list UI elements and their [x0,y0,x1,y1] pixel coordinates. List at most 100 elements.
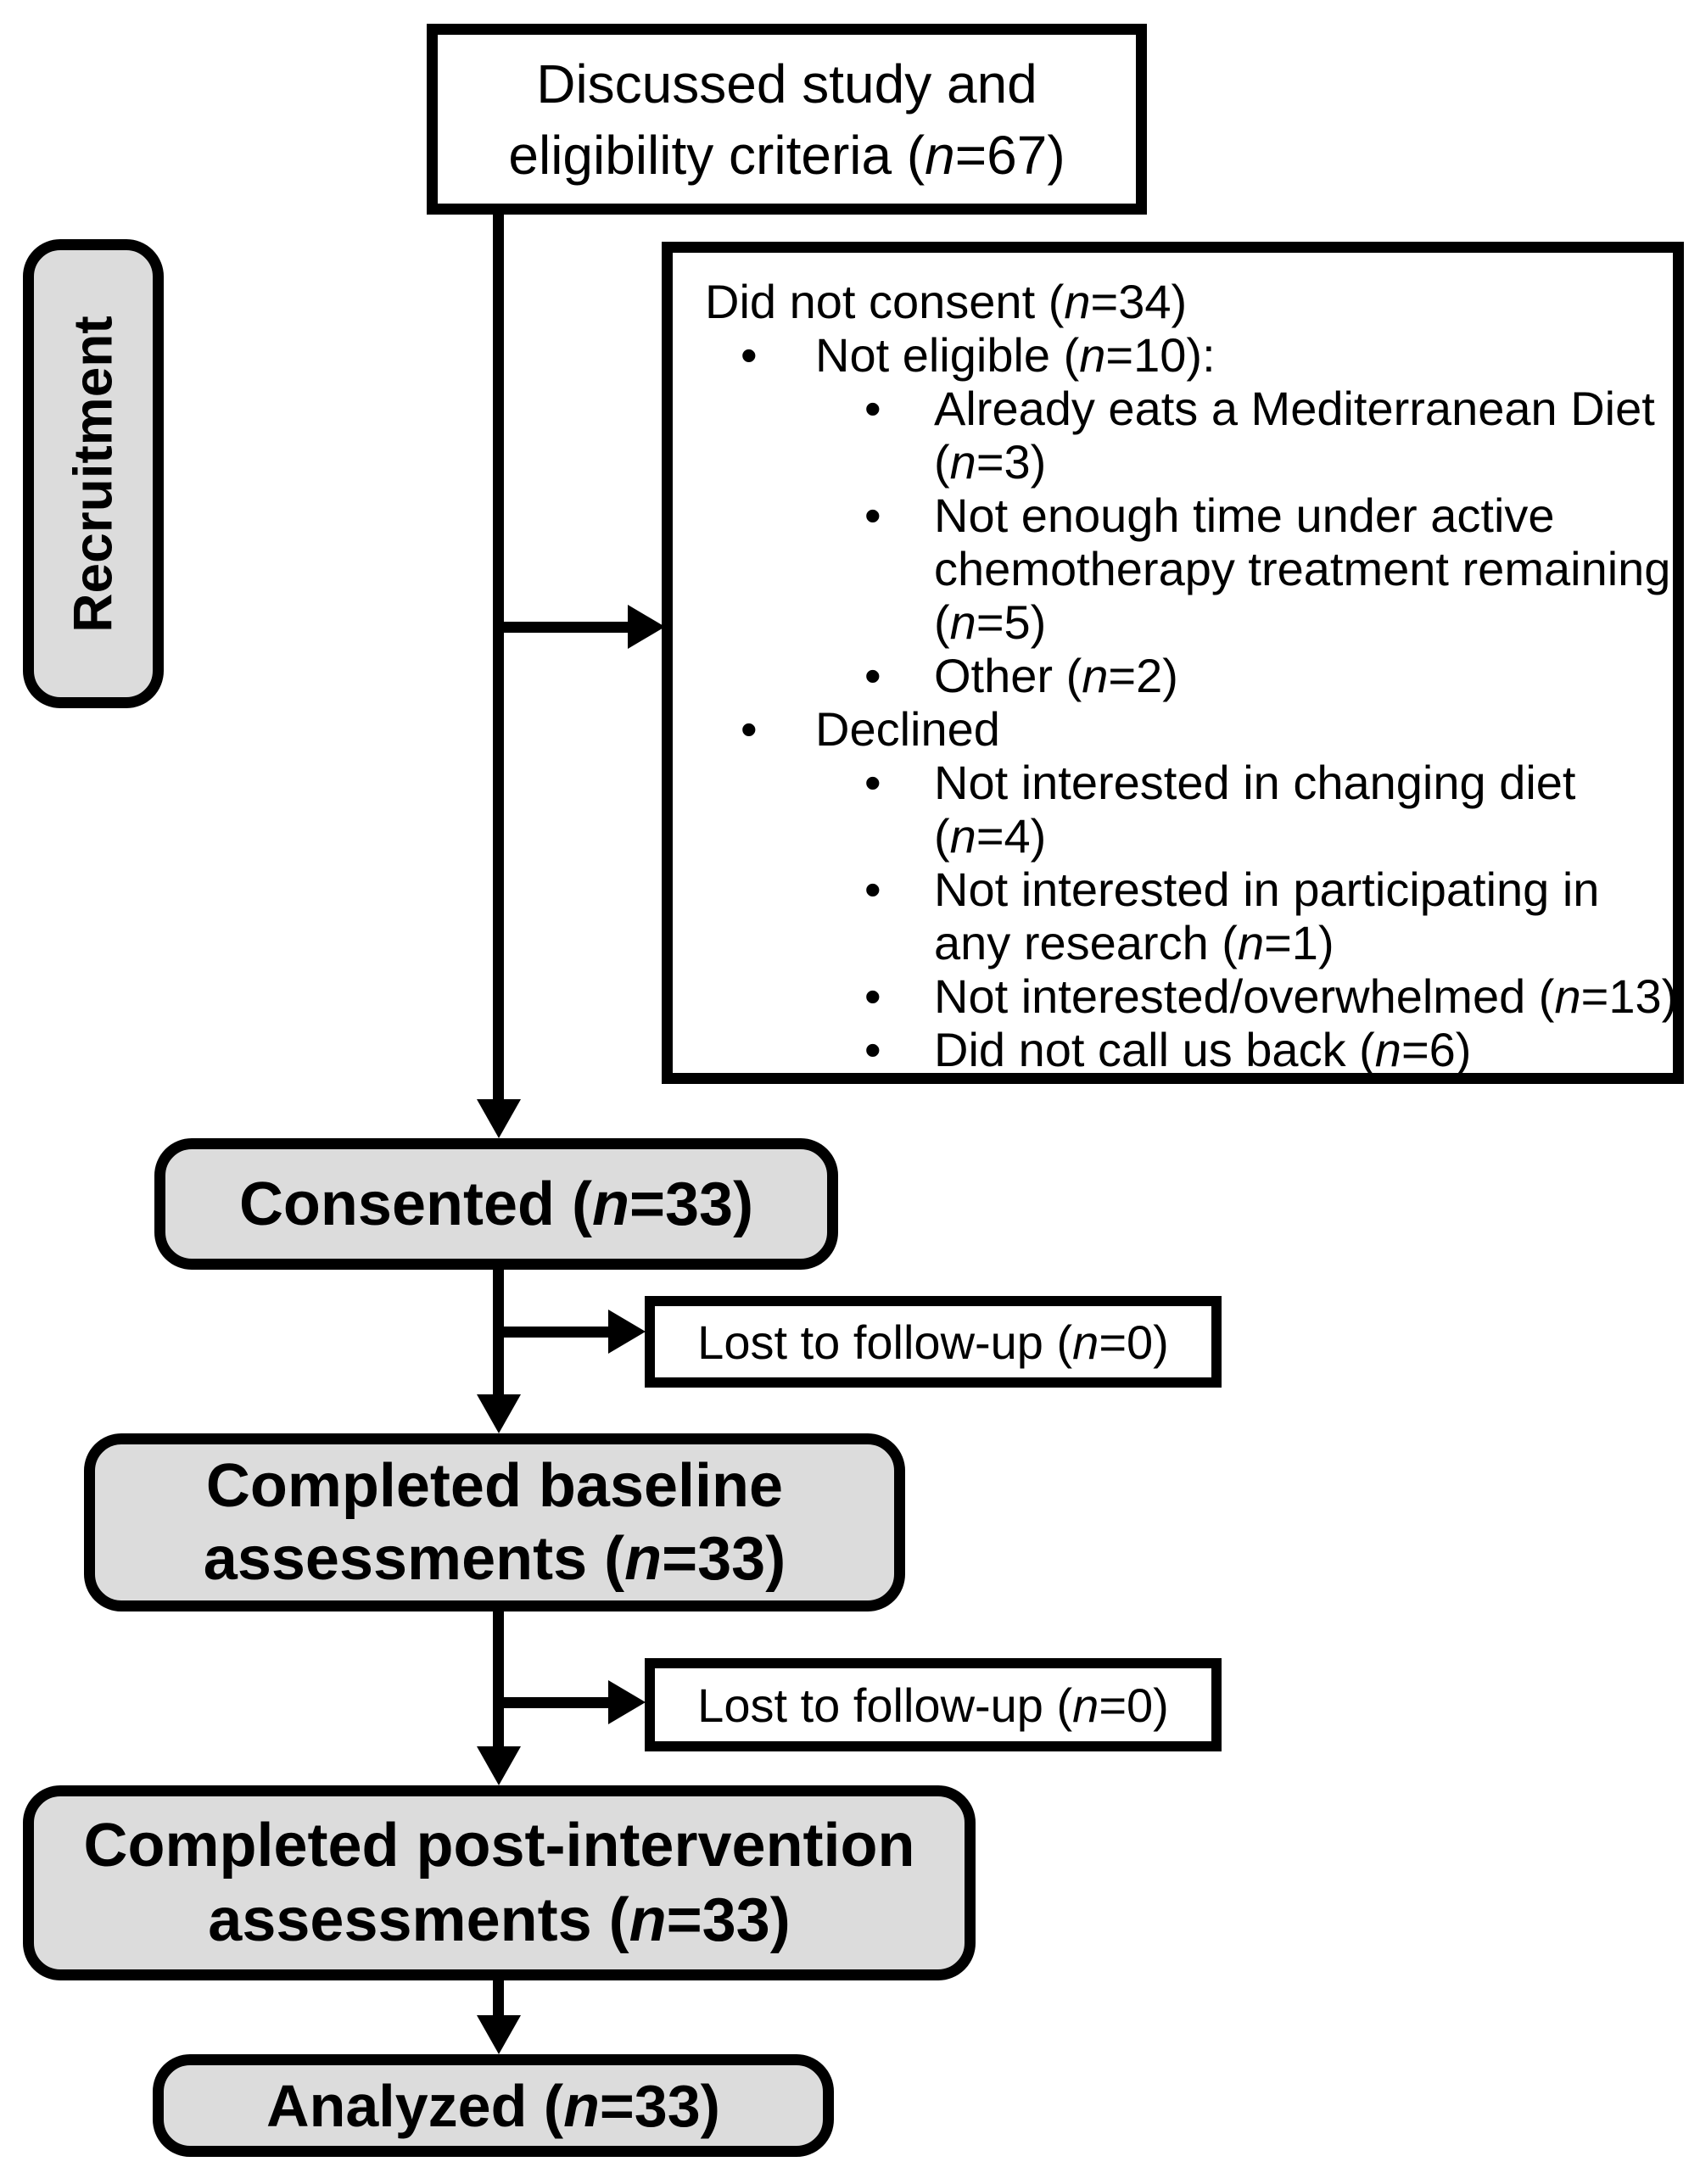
consented-box: Consented (n=33) [154,1138,838,1270]
label-segment: =2) [1108,649,1178,702]
label-segment: Declined [815,702,1000,756]
label-segment: Consented ( [238,1170,592,1238]
label-segment: =33) [662,1525,786,1593]
label-segment: =13) [1580,969,1678,1023]
box-line: Consented (n=33) [239,1170,753,1239]
arrowhead-into-post [477,1746,521,1785]
box-line: Completed post-intervention [83,1808,914,1883]
box-line: Analyzed (n=33) [266,2072,720,2140]
box-line: Lost to follow-up (n=0) [697,1315,1169,1370]
exclusion-line: Did not call us back (n=6) [705,1023,1658,1076]
label-segment: Not eligible ( [815,328,1080,382]
lost-to-follow-up-box-1: Lost to follow-up (n=0) [645,1296,1222,1388]
recruitment-stage-label: Recruitment [23,239,164,708]
label-n: n [1064,275,1091,328]
label-segment: =1) [1264,916,1334,969]
label-segment: =0) [1099,1315,1169,1369]
label-segment: =6) [1401,1023,1472,1076]
label-segment: ( [934,595,950,649]
arrowhead-into-consented [477,1099,521,1138]
exclusion-line: Not enough time under active [705,489,1658,542]
label-n: n [1079,328,1106,382]
label-segment: =34) [1090,275,1188,328]
exclusion-line: Declined [705,702,1658,756]
label-segment: =5) [976,595,1047,649]
exclusion-line: (n=4) [705,809,1658,863]
box-line: eligibility criteria (n=67) [508,120,1065,191]
label-segment: ( [934,809,950,863]
label-segment: Completed baseline [205,1452,784,1520]
label-segment: =33) [629,1170,754,1238]
exclusion-line: Not interested/overwhelmed (n=13) [705,969,1677,1023]
label-segment: Not enough time under active [934,489,1555,542]
label-segment: Not interested/overwhelmed ( [934,969,1555,1023]
did-not-consent-box: Did not consent (n=34) Not eligible (n=1… [662,242,1684,1084]
box-line: Lost to follow-up (n=0) [697,1678,1169,1733]
label-segment: Not interested in participating in [934,863,1600,916]
box-line: assessments (n=33) [208,1883,790,1958]
label-segment: Analyzed ( [266,2072,564,2139]
flow-line-post-to-analyzed [493,1979,504,2019]
box-line: Completed baseline [206,1449,783,1522]
label-n: n [1237,916,1265,969]
label-n: n [563,2072,600,2139]
label-n: n [629,1886,667,1954]
discussed-study-box: Discussed study and eligibility criteria… [427,24,1147,215]
label-n: n [1554,969,1581,1023]
exclusion-line: (n=3) [705,435,1658,489]
stage-label-text: Recruitment [63,315,124,633]
label-n: n [591,1170,629,1238]
label-n: n [949,595,976,649]
label-segment: ( [934,435,950,489]
label-n: n [1082,649,1109,702]
lost-to-follow-up-box-2: Lost to follow-up (n=0) [645,1658,1222,1751]
exclusion-line: Not interested in changing diet [705,756,1658,809]
label-n: n [624,1525,663,1593]
arrowhead-into-lost-2 [608,1680,646,1724]
label-segment: Did not call us back ( [934,1023,1375,1076]
label-n: n [1374,1023,1401,1076]
flow-line-top-to-consented [493,212,504,1103]
box-line: Discussed study and [536,48,1037,120]
label-segment: =33) [599,2072,720,2139]
exclusion-line: Other (n=2) [705,649,1658,702]
label-segment: Already eats a Mediterranean Diet [934,382,1655,435]
label-n: n [949,435,976,489]
label-segment: Not interested in changing diet [934,756,1576,809]
label-segment: =10): [1105,328,1216,382]
exclusion-line: Not eligible (n=10): [705,328,1658,382]
label-segment: =33) [666,1886,791,1954]
label-segment: any research ( [934,916,1238,969]
completed-post-intervention-box: Completed post-intervention assessments … [23,1785,976,1980]
label-segment: =67) [954,124,1065,186]
label-segment: =4) [976,809,1047,863]
completed-baseline-box: Completed baseline assessments (n=33) [84,1433,905,1611]
exclusion-line: Did not consent (n=34) [705,275,1658,328]
label-segment: =0) [1099,1678,1169,1732]
flow-line-baseline-to-post [493,1610,504,1756]
exclusion-line: Already eats a Mediterranean Diet [705,382,1658,435]
label-segment: assessments ( [203,1525,625,1593]
label-segment: Lost to follow-up ( [697,1315,1073,1369]
label-segment: assessments ( [208,1886,629,1954]
label-segment: Other ( [934,649,1082,702]
exclusion-line: (n=5) [705,595,1658,649]
analyzed-box: Analyzed (n=33) [153,2054,834,2157]
flow-line-to-exclusion [493,622,629,633]
box-line: assessments (n=33) [204,1522,786,1595]
label-n: n [949,809,976,863]
arrowhead-into-lost-1 [608,1310,646,1354]
label-n: n [1072,1678,1099,1732]
label-segment: Completed post-intervention [83,1812,915,1880]
flow-line-to-lost-1 [493,1327,608,1338]
label-segment: eligibility criteria ( [508,124,925,186]
exclusion-line: Not interested in participating in [705,863,1658,916]
arrowhead-into-baseline [477,1394,521,1433]
label-segment: chemotherapy treatment remaining [934,542,1671,595]
exclusion-line: any research (n=1) [705,916,1658,969]
arrowhead-into-exclusion [628,605,665,649]
flow-line-to-lost-2 [493,1697,608,1708]
label-segment: Lost to follow-up ( [697,1678,1073,1732]
arrowhead-into-analyzed [477,2015,521,2054]
